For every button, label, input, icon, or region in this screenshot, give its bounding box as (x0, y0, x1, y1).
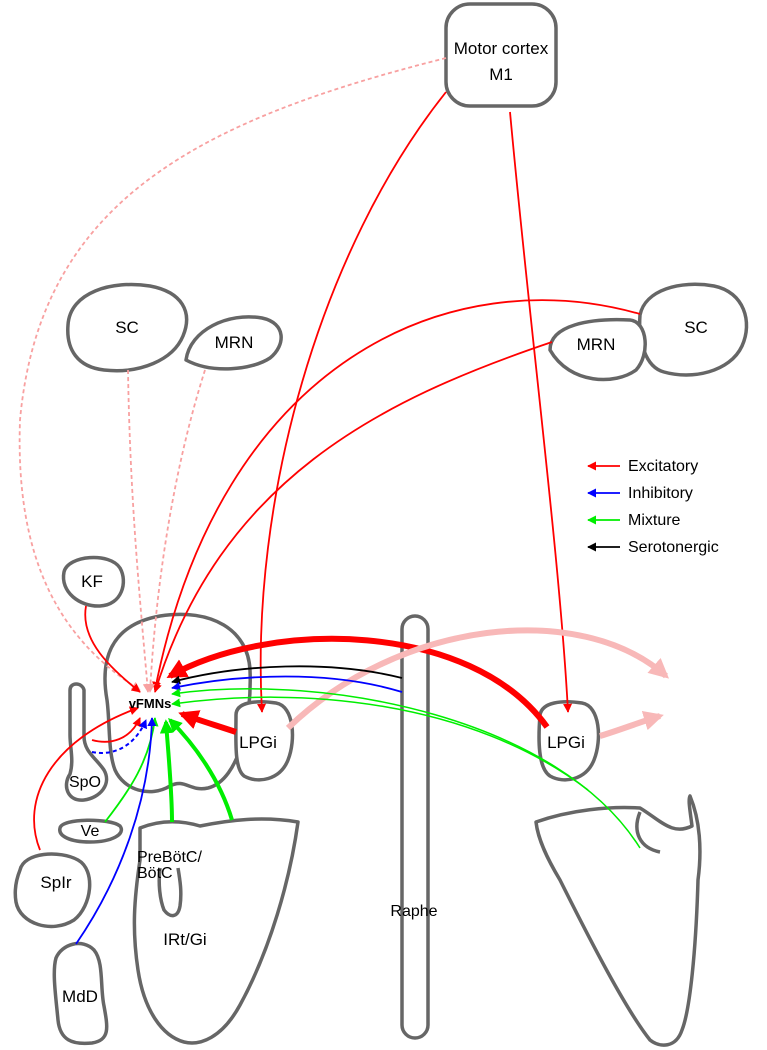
conn-spo-to-vfmns-dashed (91, 719, 147, 754)
region-mrn-left (184, 315, 283, 371)
conn-raphe-inhibitory (171, 675, 403, 693)
region-prebotc-irt (132, 817, 300, 1045)
legend: Excitatory Inhibitory Mixture Serotonerg… (587, 458, 719, 556)
conn-kf-to-vfmns (84, 605, 141, 693)
region-mdd (52, 941, 109, 1046)
conn-motor-cortex-to-lpgi-left (257, 91, 447, 713)
conn-right-mixture-b (171, 696, 589, 791)
conn-motor-cortex-to-vfmns (18, 57, 447, 691)
label-irt-gi: IRt/Gi (163, 930, 206, 949)
region-spo (64, 682, 109, 802)
region-right-lower (534, 794, 702, 1047)
conn-lpgi-left-to-right-a (285, 627, 670, 731)
conn-sc-right-to-vfmns (152, 299, 641, 691)
label-motor-cortex-line2: M1 (489, 65, 513, 84)
legend-item-serotonergic: Serotonergic (587, 539, 719, 556)
region-spir (13, 852, 92, 929)
label-spo: SpO (69, 774, 101, 791)
label-mrn-left: MRN (215, 333, 254, 352)
connections (18, 57, 670, 945)
label-sc-left: SC (115, 318, 139, 337)
conn-mdd-to-vfmns (75, 717, 157, 945)
label-prebotc-line2: BötC (137, 865, 173, 882)
label-vfmns: vFMNs (129, 696, 172, 711)
conn-lpgi-left-to-vfmns (178, 710, 237, 735)
legend-item-excitatory: Excitatory (587, 458, 698, 475)
label-lpgi-left: LPGi (239, 733, 277, 752)
region-raphe (400, 614, 430, 1040)
legend-label-serotonergic: Serotonergic (628, 539, 719, 556)
legend-label-inhibitory: Inhibitory (628, 485, 693, 502)
conn-spir-to-vfmns (33, 706, 139, 851)
label-raphe: Raphe (390, 903, 437, 920)
region-ve (58, 818, 124, 844)
conn-mrn-left-to-vfmns (145, 369, 206, 693)
label-lpgi-right: LPGi (547, 733, 585, 752)
region-mrn-right (548, 317, 647, 382)
conn-ve-to-vfmns (104, 717, 159, 823)
conn-sc-left-to-vfmns (127, 369, 152, 693)
legend-item-mixture: Mixture (587, 512, 681, 529)
region-kf (61, 555, 126, 608)
conn-right-mixture-a (171, 688, 641, 849)
region-sc-right (637, 282, 749, 377)
conn-lpgi-right-outward (599, 711, 664, 739)
conn-mrn-right-to-vfmns (153, 341, 553, 693)
label-sc-right: SC (684, 318, 708, 337)
legend-label-excitatory: Excitatory (628, 458, 698, 475)
conn-motor-cortex-to-lpgi-right (509, 111, 573, 713)
label-mdd: MdD (62, 987, 98, 1006)
label-motor-cortex-line1: Motor cortex (454, 39, 549, 58)
conn-prebotc-to-vfmns-a (168, 718, 234, 821)
conn-prebotc-to-vfmns-b (159, 719, 174, 823)
label-mrn-right: MRN (577, 335, 616, 354)
label-prebotc-line1: PreBötC/ (137, 849, 202, 866)
legend-label-mixture: Mixture (628, 512, 681, 529)
conn-spo-to-vfmns (91, 717, 141, 743)
label-spir: SpIr (40, 873, 72, 892)
legend-item-inhibitory: Inhibitory (587, 485, 693, 502)
label-ve: Ve (81, 823, 100, 840)
region-sc-left (66, 282, 189, 373)
region-motor-cortex (444, 2, 558, 108)
label-kf: KF (81, 572, 103, 591)
conn-lpgi-right-to-vfmns (166, 635, 550, 729)
conn-raphe-serotonergic (171, 665, 403, 685)
region-labels: Motor cortex M1 SC MRN SC MRN KF vFMNs S… (40, 39, 707, 1006)
